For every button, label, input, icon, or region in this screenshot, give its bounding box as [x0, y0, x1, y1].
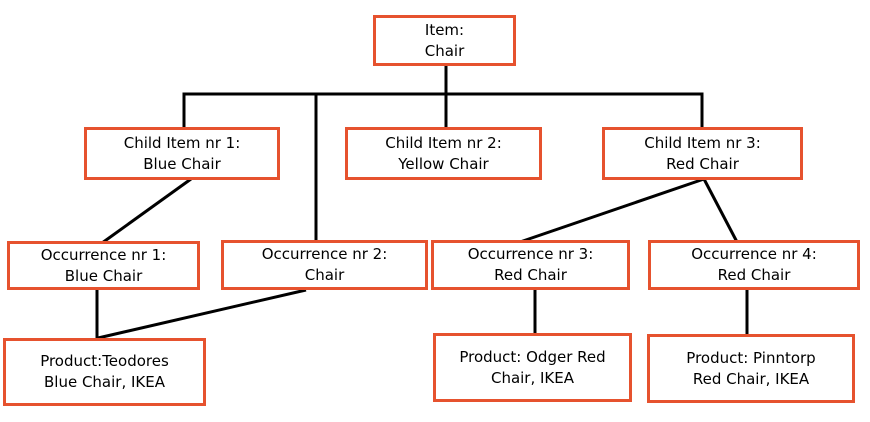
node-child3-label-line1: Child Item nr 3:: [644, 133, 761, 152]
node-item-label-line2: Chair: [424, 41, 465, 60]
node-item-label-line1: Item:: [424, 20, 465, 39]
node-child-item-3: Child Item nr 3: Red Chair: [602, 127, 803, 180]
node-prod3-label-line1: Product: Pinntorp: [686, 348, 816, 367]
node-child2-label-line1: Child Item nr 2:: [385, 133, 502, 152]
node-child2-label-line2: Yellow Chair: [398, 154, 489, 173]
node-occ2-label-line1: Occurrence nr 2:: [261, 245, 388, 263]
node-occ1-label-line1: Occurrence nr 1:: [40, 245, 167, 264]
node-occ2-label-line2: Chair: [304, 266, 345, 284]
node-product-pinntorp: Product: Pinntorp Red Chair, IKEA: [647, 334, 855, 403]
node-occ4-label-line1: Occurrence nr 4:: [691, 245, 817, 263]
node-item: Item: Chair: [373, 15, 516, 66]
node-product-teodores: Product:Teodores Blue Chair, IKEA: [3, 338, 206, 406]
node-child3-label-line2: Red Chair: [666, 154, 739, 173]
node-prod2-label-line1: Product: Odger Red: [459, 347, 606, 366]
node-child-item-2: Child Item nr 2: Yellow Chair: [345, 127, 542, 180]
node-occ1-label-line2: Blue Chair: [64, 266, 143, 285]
node-child1-label-line2: Blue Chair: [143, 154, 221, 173]
node-child1-label-line1: Child Item nr 1:: [123, 133, 241, 152]
edge-child3-occ3: [519, 177, 705, 244]
node-occ3-label-line2: Red Chair: [494, 266, 567, 284]
node-prod3-label-line2: Red Chair, IKEA: [692, 369, 810, 388]
edge-child3-occ4: [702, 178, 739, 243]
node-occurrence-4: Occurrence nr 4: Red Chair: [648, 240, 860, 290]
edge-occ2-prod1: [97, 288, 307, 340]
edge-child1-occ1: [101, 177, 192, 245]
node-product-odger: Product: Odger Red Chair, IKEA: [433, 333, 632, 402]
node-child-item-1: Child Item nr 1: Blue Chair: [84, 127, 280, 180]
node-occurrence-1: Occurrence nr 1: Blue Chair: [7, 241, 200, 290]
node-occurrence-3: Occurrence nr 3: Red Chair: [431, 240, 630, 290]
node-occ3-label-line1: Occurrence nr 3:: [467, 245, 594, 263]
node-prod1-label-line1: Product:Teodores: [40, 352, 169, 370]
node-occurrence-2: Occurrence nr 2: Chair: [221, 240, 428, 290]
node-prod1-label-line2: Blue Chair, IKEA: [43, 373, 165, 391]
node-occ4-label-line2: Red Chair: [717, 266, 791, 284]
node-prod2-label-line2: Chair, IKEA: [490, 368, 575, 387]
